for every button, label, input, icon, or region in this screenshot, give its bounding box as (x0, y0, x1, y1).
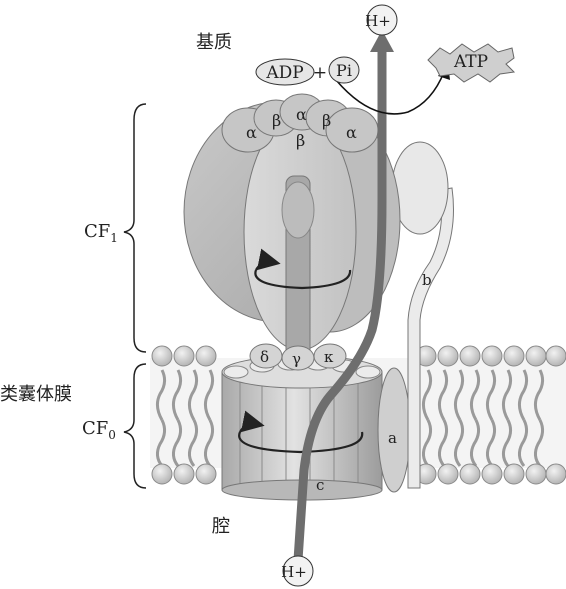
alpha-label-top: α (296, 105, 307, 124)
c-ring-rotation-arrow (238, 431, 364, 454)
proton-top-circle (366, 4, 398, 36)
alpha-label-left: α (246, 123, 257, 142)
atp-label: ATP (453, 52, 488, 72)
cf1-label: CF1 (84, 221, 118, 245)
subunit-c-label: c (316, 476, 324, 494)
beta-label-top-right: β (322, 111, 331, 130)
beta-label-center: β (296, 131, 305, 150)
subunit-b-label: b (422, 271, 432, 289)
proton-bottom-label: H+ (281, 563, 307, 581)
cf1-rotation-arrowhead (255, 248, 281, 271)
lipid-heads-bottom (151, 463, 566, 485)
lipid-tails-right (421, 369, 545, 467)
synthesis-arrow (335, 71, 445, 115)
gamma-top (281, 181, 315, 239)
cf1-brace (123, 103, 147, 353)
cf1-rotation-arrow (254, 269, 352, 290)
adp-ellipse (255, 58, 315, 86)
plus-sign: + (313, 63, 327, 83)
proton-bottom-circle (282, 555, 314, 587)
cf1-top-lobes (221, 93, 379, 153)
stalk-subunits (249, 343, 347, 371)
stroma-label: 基质 (196, 32, 232, 53)
delta-label: δ (260, 348, 269, 366)
cf0-label: CF0 (82, 418, 116, 442)
subunit-a-label: a (388, 429, 397, 447)
atp-burst (427, 43, 516, 83)
c-ring-rotation-arrowhead (239, 410, 265, 433)
gamma-label: γ (292, 350, 301, 368)
beta-label-top-left: β (272, 111, 281, 130)
proton-channel (293, 41, 387, 565)
proton-top-label: H+ (365, 12, 391, 30)
pi-ellipse (328, 56, 360, 84)
pi-label: Pi (336, 61, 352, 80)
lipid-tails-left (155, 369, 215, 467)
kappa-label: κ (324, 348, 334, 366)
alpha-label-right: α (346, 123, 357, 142)
proton-channel-arrowhead (370, 30, 394, 52)
cf0-brace (123, 363, 147, 489)
lumen-label: 腔 (212, 516, 230, 537)
thylakoid-membrane-label: 类囊体膜 (0, 384, 72, 405)
cf1-head (183, 93, 401, 371)
adp-label: ADP (265, 63, 303, 83)
